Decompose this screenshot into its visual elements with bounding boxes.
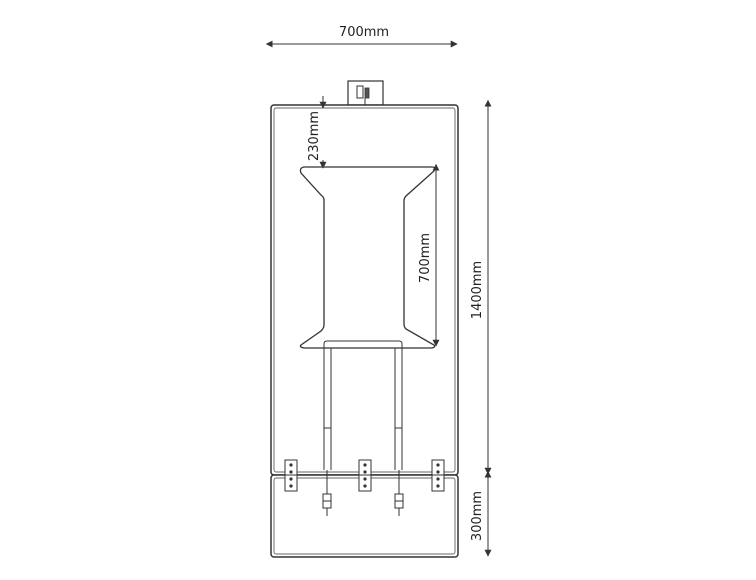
connector-right	[394, 470, 404, 516]
hinge-middle	[358, 459, 372, 492]
connector-left	[322, 470, 332, 516]
dimension-top-width: 700mm	[265, 25, 458, 48]
dimension-base-height: 300mm	[470, 470, 492, 557]
hinge-right	[431, 459, 445, 492]
dimension-label-total-height: 1400mm	[470, 261, 485, 319]
dimension-label-top-width: 700mm	[339, 25, 389, 40]
dimension-label-base-height: 300mm	[470, 491, 485, 541]
dimension-top-clearance: 230mm	[307, 96, 327, 169]
frame-rods	[323, 340, 403, 470]
dimension-total-height: 1400mm	[470, 99, 492, 475]
inner-cutout	[299, 166, 436, 349]
dimension-inner-height: 700mm	[418, 163, 440, 347]
dimension-label-top-clearance: 230mm	[307, 111, 322, 161]
top-bracket	[347, 80, 384, 108]
dimension-label-inner-height: 700mm	[418, 233, 433, 283]
hinge-left	[284, 459, 298, 492]
